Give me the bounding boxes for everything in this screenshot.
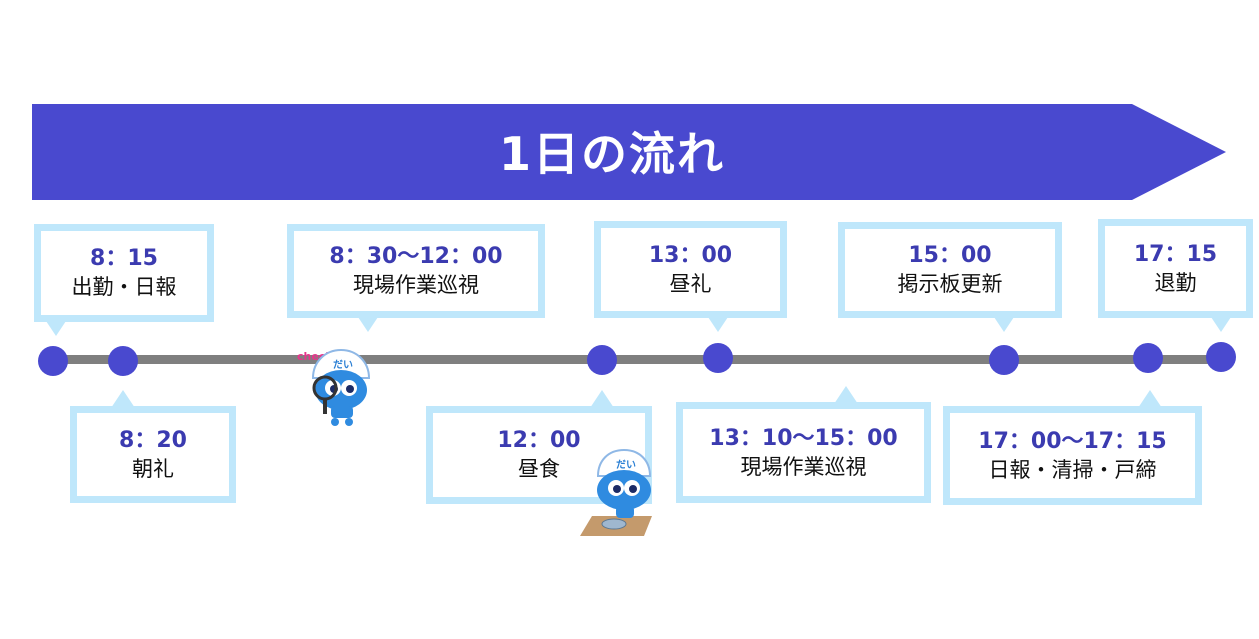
schedule-box-0815: 8：15 出勤・日報 xyxy=(34,224,214,322)
schedule-task: 掲示板更新 xyxy=(897,272,1003,296)
callout-pointer xyxy=(1209,314,1233,332)
schedule-time: 8：30〜12：00 xyxy=(329,244,503,269)
schedule-box-1310: 13：10〜15：00 現場作業巡視 xyxy=(676,402,931,503)
schedule-task: 現場作業巡視 xyxy=(353,273,479,297)
schedule-time: 12：00 xyxy=(497,428,581,453)
callout-pointer xyxy=(992,314,1016,332)
schedule-task: 退勤 xyxy=(1154,270,1197,295)
schedule-box-1300: 13：00 昼礼 xyxy=(594,221,787,318)
schedule-time: 17：15 xyxy=(1133,241,1218,267)
schedule-box-1500: 15：00 掲示板更新 xyxy=(838,222,1062,318)
schedule-task: 日報・清掃・戸締 xyxy=(988,457,1157,482)
schedule-time: 13：00 xyxy=(648,242,733,268)
timeline-dot-1700 xyxy=(1133,343,1163,373)
callout-pointer xyxy=(1138,390,1162,408)
callout-pointer xyxy=(706,314,730,332)
schedule-task: 現場作業巡視 xyxy=(740,454,867,479)
timeline-dot-1715 xyxy=(1206,342,1236,372)
mascot-cap-label-2: だい xyxy=(616,459,636,471)
page-title: 1日の流れ xyxy=(498,127,725,181)
schedule-task: 昼食 xyxy=(518,457,560,481)
schedule-box-1715: 17：15 退勤 xyxy=(1098,219,1253,318)
schedule-task: 昼礼 xyxy=(669,271,712,296)
callout-pointer xyxy=(44,318,68,336)
callout-pointer xyxy=(111,390,135,408)
schedule-time: 17：00〜17：15 xyxy=(978,428,1167,454)
mascot-lunch-illustration: だい xyxy=(580,448,652,536)
timeline-track xyxy=(52,355,1224,364)
callout-pointer xyxy=(590,390,614,408)
mascot-check-illustration: check！ だい xyxy=(297,348,371,426)
schedule-box-1700: 17：00〜17：15 日報・清掃・戸締 xyxy=(943,406,1202,505)
schedule-time: 8：20 xyxy=(119,427,187,453)
schedule-box-0830: 8：30〜12：00 現場作業巡視 xyxy=(287,224,545,318)
timeline-dot-0820 xyxy=(108,346,138,376)
timeline-dot-1200 xyxy=(587,345,617,375)
mascot-cap-label: だい xyxy=(333,359,353,371)
schedule-box-0820: 8：20 朝礼 xyxy=(70,406,236,503)
timeline-dot-1300 xyxy=(703,343,733,373)
timeline-dot-0815 xyxy=(38,346,68,376)
schedule-time: 13：10〜15：00 xyxy=(709,425,898,451)
callout-pointer xyxy=(834,386,858,404)
schedule-time: 15：00 xyxy=(908,243,992,268)
schedule-task: 出勤・日報 xyxy=(71,275,177,299)
schedule-task: 朝礼 xyxy=(132,456,174,481)
callout-pointer xyxy=(356,314,380,332)
schedule-time: 8：15 xyxy=(90,246,158,271)
timeline-dot-1500 xyxy=(989,345,1019,375)
